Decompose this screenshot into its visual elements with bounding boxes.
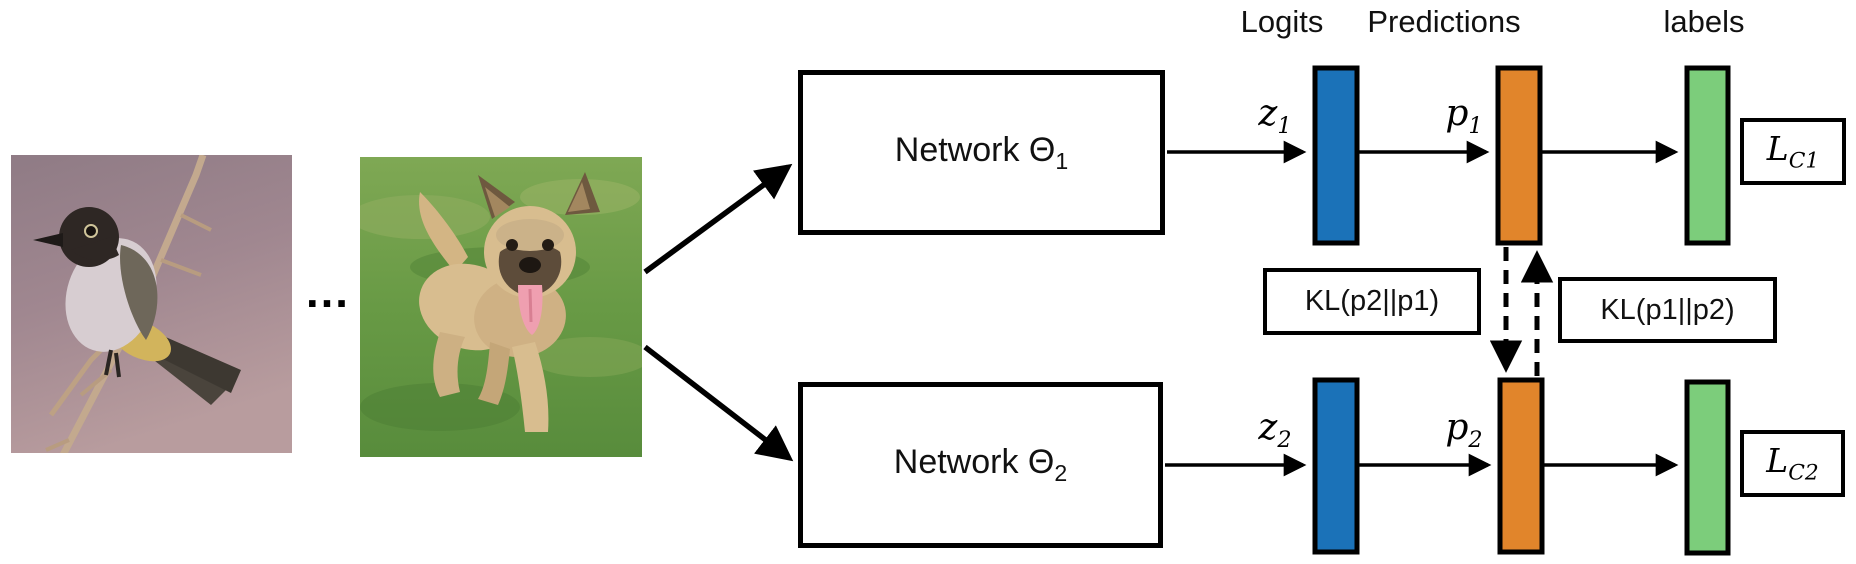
logits-bar-2 xyxy=(1312,377,1360,555)
dog-illustration xyxy=(360,157,642,457)
z1-label: z1 xyxy=(1258,93,1292,140)
predictions-bar-2 xyxy=(1497,377,1545,555)
labels-bar-1 xyxy=(1684,65,1731,246)
predictions-bar-1 xyxy=(1495,65,1543,246)
network1-box: Network Θ1 xyxy=(798,70,1165,235)
kl-p2-p1-box: KL(p2||p1) xyxy=(1263,268,1481,335)
labels-bar-2 xyxy=(1684,379,1731,556)
loss-c2-box: LC2 xyxy=(1740,430,1845,497)
loss-c1-label: LC1 xyxy=(1766,129,1820,174)
bird-image xyxy=(11,155,292,453)
loss-c1-box: LC1 xyxy=(1740,118,1846,185)
arrow-input-to-network1 xyxy=(643,163,793,275)
kl-p1-p2-box: KL(p1||p2) xyxy=(1558,277,1777,343)
column-header-logits: Logits xyxy=(1240,4,1324,39)
z2-label: z2 xyxy=(1258,407,1292,454)
network2-box: Network Θ2 xyxy=(798,382,1163,548)
loss-c2-label: LC2 xyxy=(1766,441,1819,486)
network2-label: Network Θ2 xyxy=(893,443,1068,486)
p2-label: p2 xyxy=(1445,407,1483,454)
column-header-predictions: Predictions xyxy=(1367,4,1521,39)
column-header-labels: labels xyxy=(1663,4,1745,39)
network1-label: Network Θ1 xyxy=(894,130,1069,174)
dog-image xyxy=(360,157,642,457)
bird-illustration xyxy=(11,155,292,453)
logits-bar-1 xyxy=(1312,65,1360,246)
arrow-input-to-network2 xyxy=(643,344,794,462)
input-ellipsis: … xyxy=(304,265,352,317)
p1-label: p1 xyxy=(1445,93,1483,140)
